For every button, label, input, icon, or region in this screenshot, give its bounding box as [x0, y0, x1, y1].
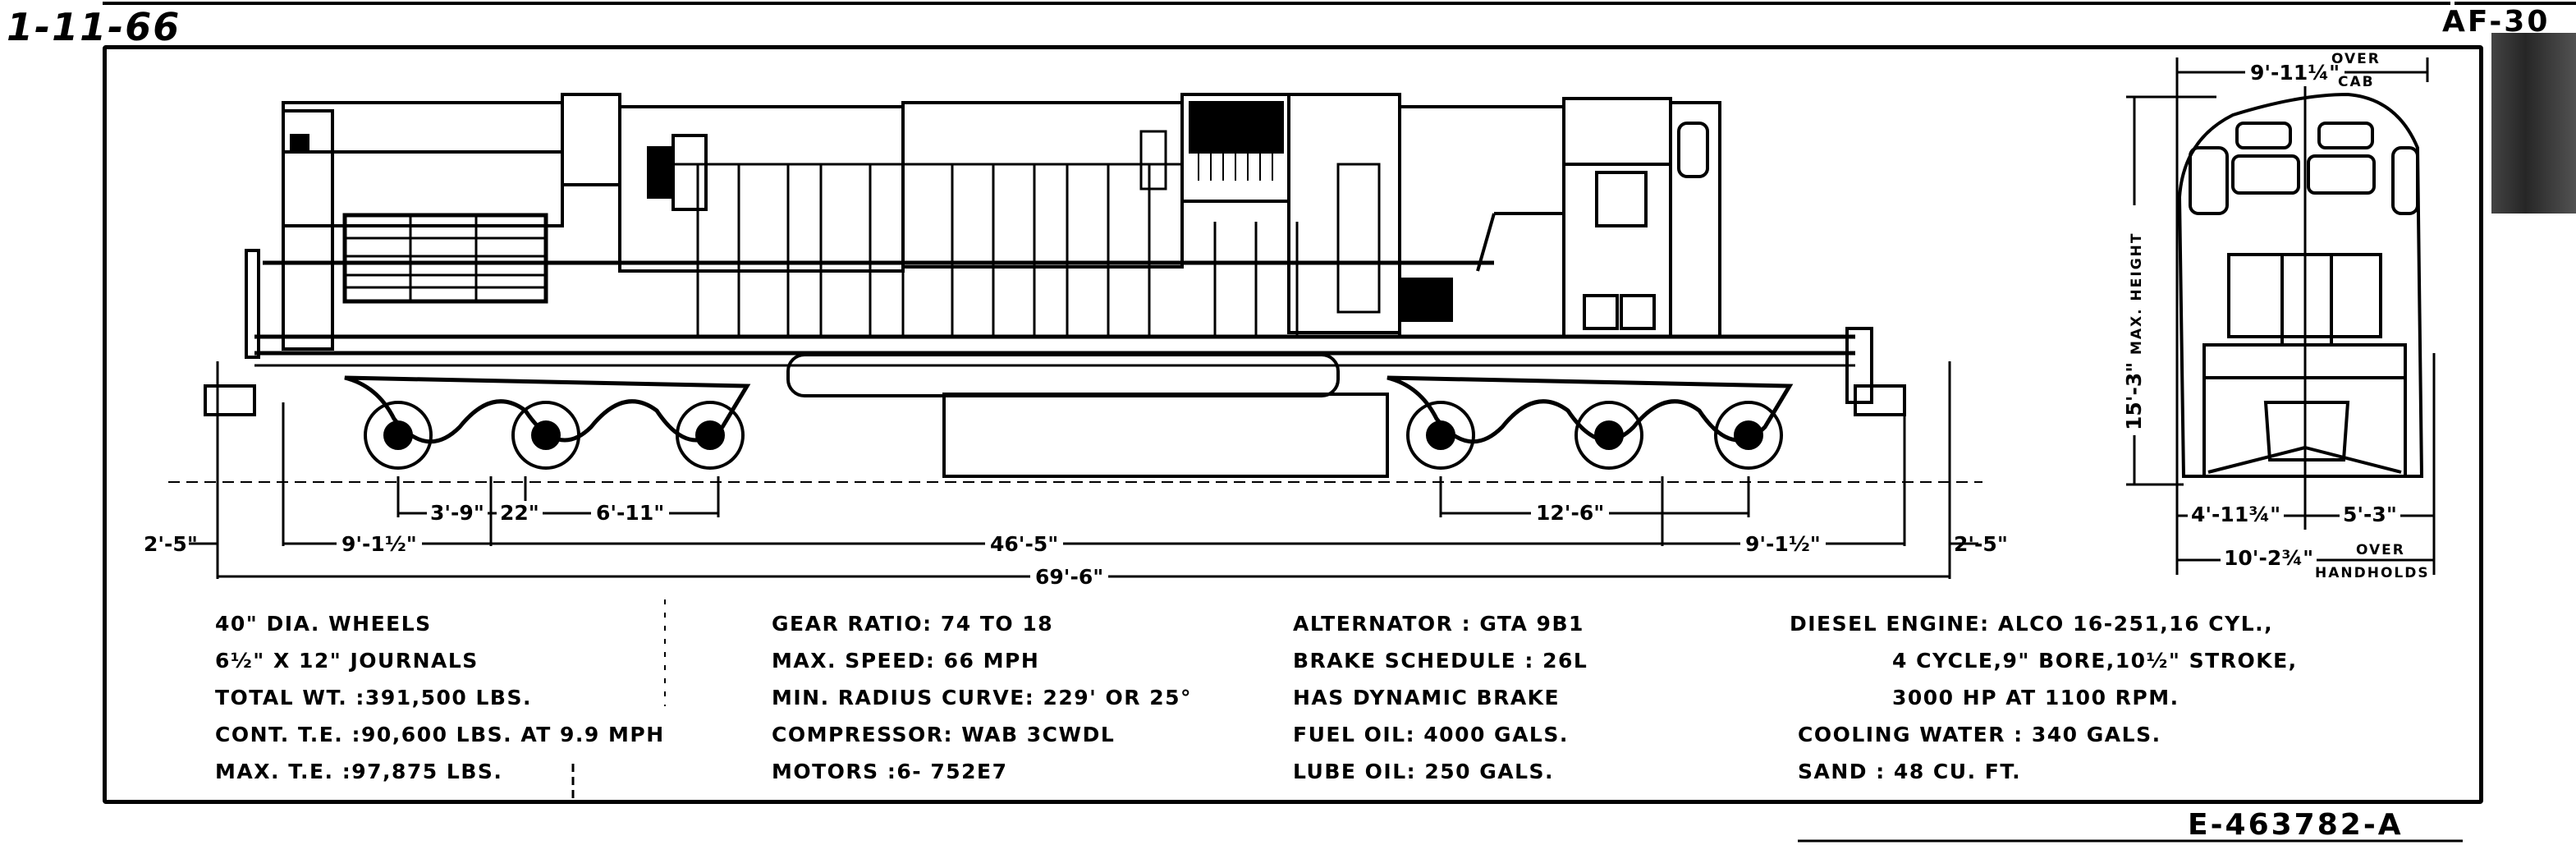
- spec-line: MOTORS :6- 752E7: [772, 760, 1008, 783]
- spec-line: SAND : 48 CU. FT.: [1798, 760, 2022, 783]
- dim-truck-centers: 46'-5": [985, 532, 1064, 556]
- spec-line: DIESEL ENGINE: ALCO 16-251,16 CYL.,: [1790, 612, 2274, 636]
- dim-front-overhang: 2'-5": [144, 532, 198, 556]
- spec-line: 6½" X 12" JOURNALS: [215, 649, 479, 673]
- spec-line: FUEL OIL: 4000 GALS.: [1293, 723, 1569, 746]
- dim-max-height: 15'-3" MAX. HEIGHT: [2122, 227, 2146, 435]
- dim-width-over-cab: 9'-11¼": [2245, 61, 2345, 85]
- spec-line: COOLING WATER : 340 GALS.: [1798, 723, 2161, 746]
- header-top-rule: [103, 2, 2450, 5]
- dim-front-truck-to-end: 9'-1½": [337, 532, 422, 556]
- dim-axle-spacing-b: 22": [497, 501, 543, 525]
- spec-line: 4 CYCLE,9" BORE,10½" STROKE,: [1892, 649, 2298, 673]
- date-stamp: 1-11-66: [7, 5, 181, 49]
- spec-line: COMPRESSOR: WAB 3CWDL: [772, 723, 1116, 746]
- spec-line: CONT. T.E. :90,600 LBS. AT 9.9 MPH: [215, 723, 665, 746]
- spec-line: TOTAL WT. :391,500 LBS.: [215, 686, 532, 710]
- label-over-cab-top: OVER: [2331, 51, 2381, 67]
- dim-overall-length: 69'-6": [1030, 565, 1109, 589]
- dim-axle-spacing-a: 3'-9": [427, 501, 488, 525]
- dim-half-width-left: 4'-11¾": [2188, 503, 2285, 526]
- spec-line: LUBE OIL: 250 GALS.: [1293, 760, 1555, 783]
- scan-smudge: [2491, 33, 2576, 214]
- label-over-handholds-top: OVER: [2356, 542, 2405, 558]
- spec-line: MAX. SPEED: 66 MPH: [772, 649, 1040, 673]
- header-rule: [2455, 2, 2576, 5]
- dim-max-height-value: 15'-3": [2122, 361, 2146, 430]
- dim-rear-truck-wheelbase: 12'-6": [1531, 501, 1610, 525]
- specs-column-2: GEAR RATIO: 74 TO 18 MAX. SPEED: 66 MPH …: [772, 605, 1192, 790]
- dim-rear-truck-to-end: 9'-1½": [1740, 532, 1826, 556]
- label-max-height: MAX. HEIGHT: [2129, 232, 2145, 356]
- spec-line: 40" DIA. WHEELS: [215, 612, 432, 636]
- dim-rear-overhang: 2'-5": [1954, 532, 2008, 556]
- spec-line: BRAKE SCHEDULE : 26L: [1293, 649, 1588, 673]
- dim-axle-spacing-c: 6'-11": [591, 501, 670, 525]
- spec-line: ALTERNATOR : GTA 9B1: [1293, 612, 1584, 636]
- spec-line: HAS DYNAMIC BRAKE: [1293, 686, 1561, 710]
- spec-line: MAX. T.E. :97,875 LBS.: [215, 760, 503, 783]
- label-over-handholds-bottom: HANDHOLDS: [2315, 565, 2430, 581]
- spec-line: 3000 HP AT 1100 RPM.: [1892, 686, 2180, 710]
- dim-half-width-right: 5'-3": [2340, 503, 2400, 526]
- dim-width-over-handholds: 10'-2¾": [2221, 546, 2317, 570]
- specs-column-4: DIESEL ENGINE: ALCO 16-251,16 CYL., 4 CY…: [1790, 605, 2298, 790]
- drawing-frame: [103, 45, 2483, 804]
- label-over-cab-bottom: CAB: [2338, 74, 2375, 90]
- specs-column-3: ALTERNATOR : GTA 9B1 BRAKE SCHEDULE : 26…: [1293, 605, 1588, 790]
- specs-column-1: 40" DIA. WHEELS 6½" X 12" JOURNALS TOTAL…: [215, 605, 665, 790]
- spec-line: MIN. RADIUS CURVE: 229' OR 25°: [772, 686, 1193, 710]
- spec-line: GEAR RATIO: 74 TO 18: [772, 612, 1054, 636]
- drawing-number: E-463782-A: [2188, 808, 2404, 842]
